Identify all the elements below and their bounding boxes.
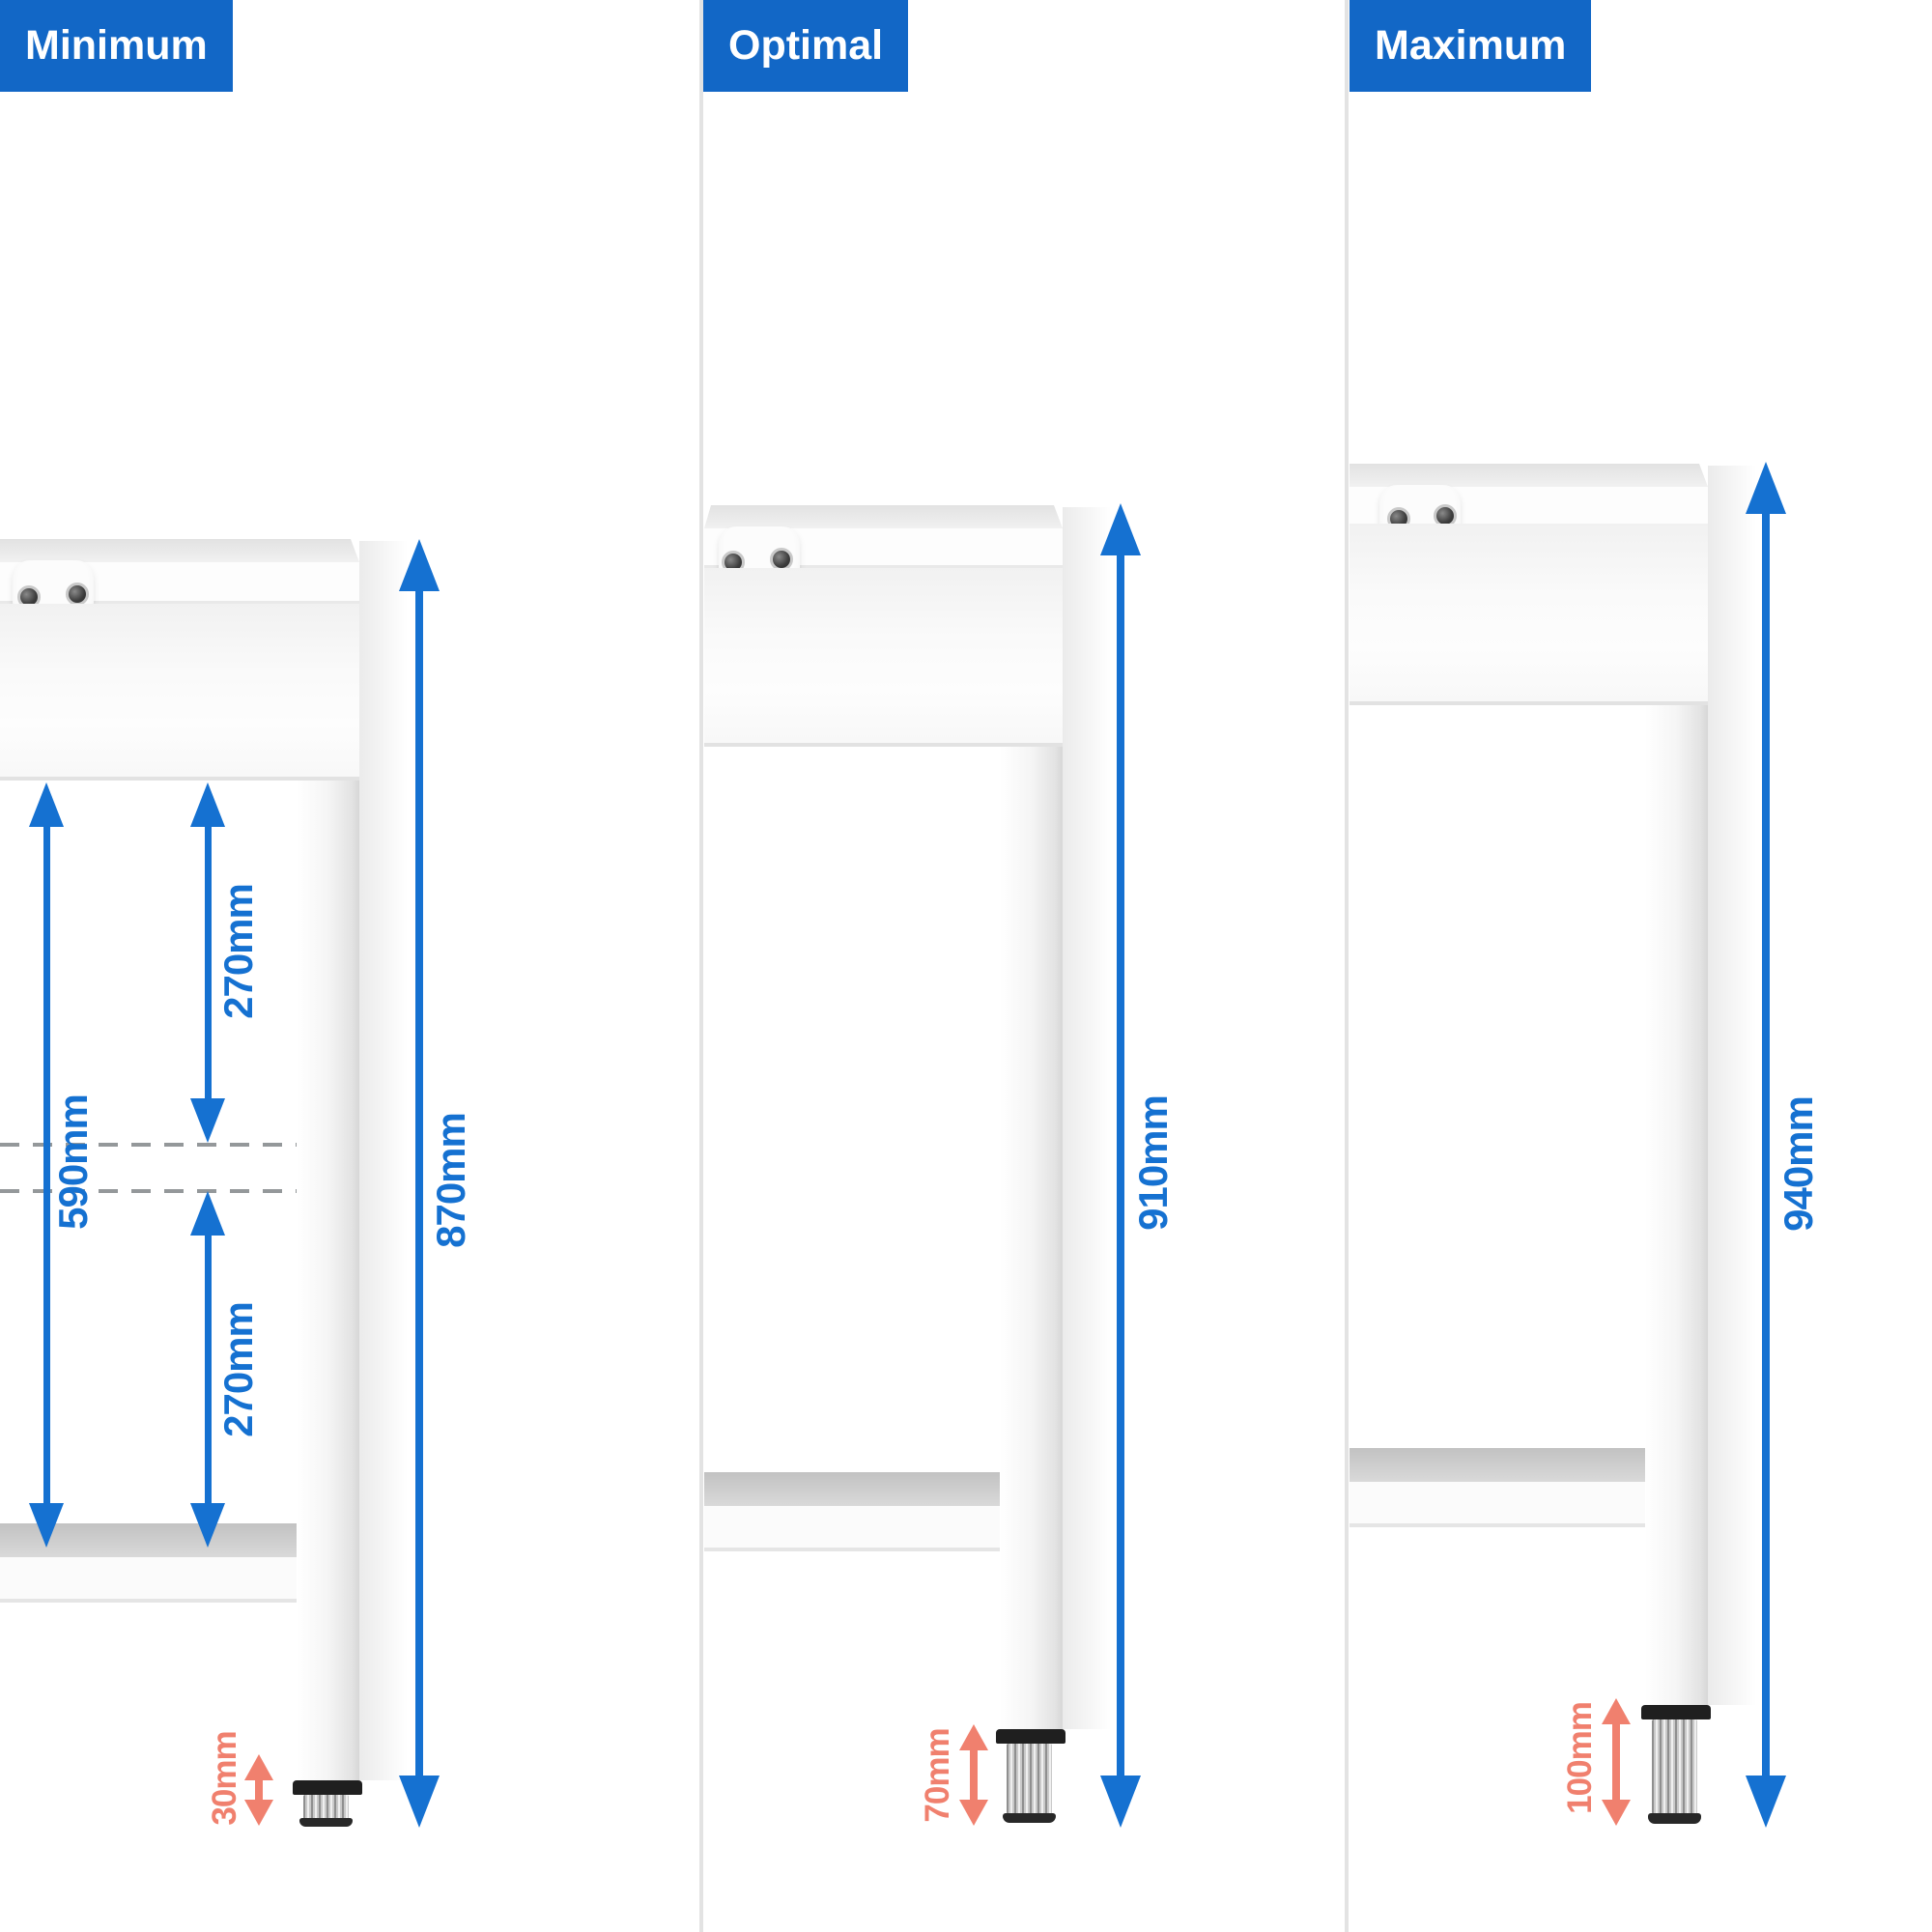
foot-base [1648, 1813, 1701, 1824]
lower-segment-label: 270mm [215, 1302, 261, 1437]
leg-shadow [359, 541, 408, 1780]
foot-extension-label: 70mm [919, 1728, 956, 1823]
adjustable-foot [303, 1795, 349, 1820]
undershelf-front [704, 1506, 1000, 1551]
upper-segment-label: 270mm [215, 884, 261, 1019]
column-divider [699, 0, 703, 1932]
worktop-top-surface [1350, 464, 1708, 487]
foot-collar [996, 1729, 1065, 1744]
overall-height-label: 910mm [1130, 1095, 1176, 1231]
table-leg [1645, 705, 1708, 1705]
adjustable-foot [1007, 1744, 1052, 1814]
screw-icon [66, 582, 89, 606]
overall-height-arrow [1746, 462, 1786, 1828]
overall-height-label: 940mm [1776, 1096, 1821, 1232]
column-divider [1345, 0, 1349, 1932]
undershelf-top [1350, 1448, 1645, 1482]
leg-shadow [1708, 466, 1756, 1705]
table-apron [0, 604, 359, 781]
undershelf-front [0, 1557, 297, 1603]
table-apron [1350, 524, 1708, 705]
overall-height-label: 870mm [428, 1113, 473, 1248]
table-leg [297, 781, 359, 1780]
adjustable-foot [1652, 1719, 1697, 1814]
foot-collar [1641, 1705, 1711, 1719]
foot-extension-arrow [243, 1754, 274, 1826]
clear-opening-label: 590mm [50, 1094, 96, 1230]
clear-opening-arrow [27, 782, 66, 1548]
overall-height-arrow [1100, 503, 1141, 1828]
foot-extension-arrow [1601, 1698, 1632, 1826]
foot-base [1003, 1813, 1056, 1823]
upper-segment-arrow [188, 782, 227, 1143]
break-line [0, 1143, 297, 1147]
foot-extension-arrow [958, 1724, 989, 1826]
foot-base [299, 1818, 353, 1827]
panel-title-badge: Optimal [703, 0, 909, 92]
panel-title-badge: Maximum [1350, 0, 1592, 92]
table-leg [1000, 747, 1063, 1729]
panel-title-badge: Minimum [0, 0, 233, 92]
undershelf-front [1350, 1482, 1645, 1527]
table-apron [704, 568, 1063, 747]
worktop-top-surface [704, 505, 1063, 528]
overall-height-arrow [399, 539, 440, 1828]
break-line [0, 1189, 297, 1193]
undershelf-top [704, 1472, 1000, 1506]
foot-extension-label: 30mm [206, 1731, 243, 1826]
worktop-top-surface [0, 539, 359, 562]
lower-segment-arrow [188, 1191, 227, 1548]
foot-extension-label: 100mm [1561, 1702, 1599, 1814]
leg-shadow [1063, 507, 1111, 1729]
foot-collar [293, 1780, 362, 1795]
